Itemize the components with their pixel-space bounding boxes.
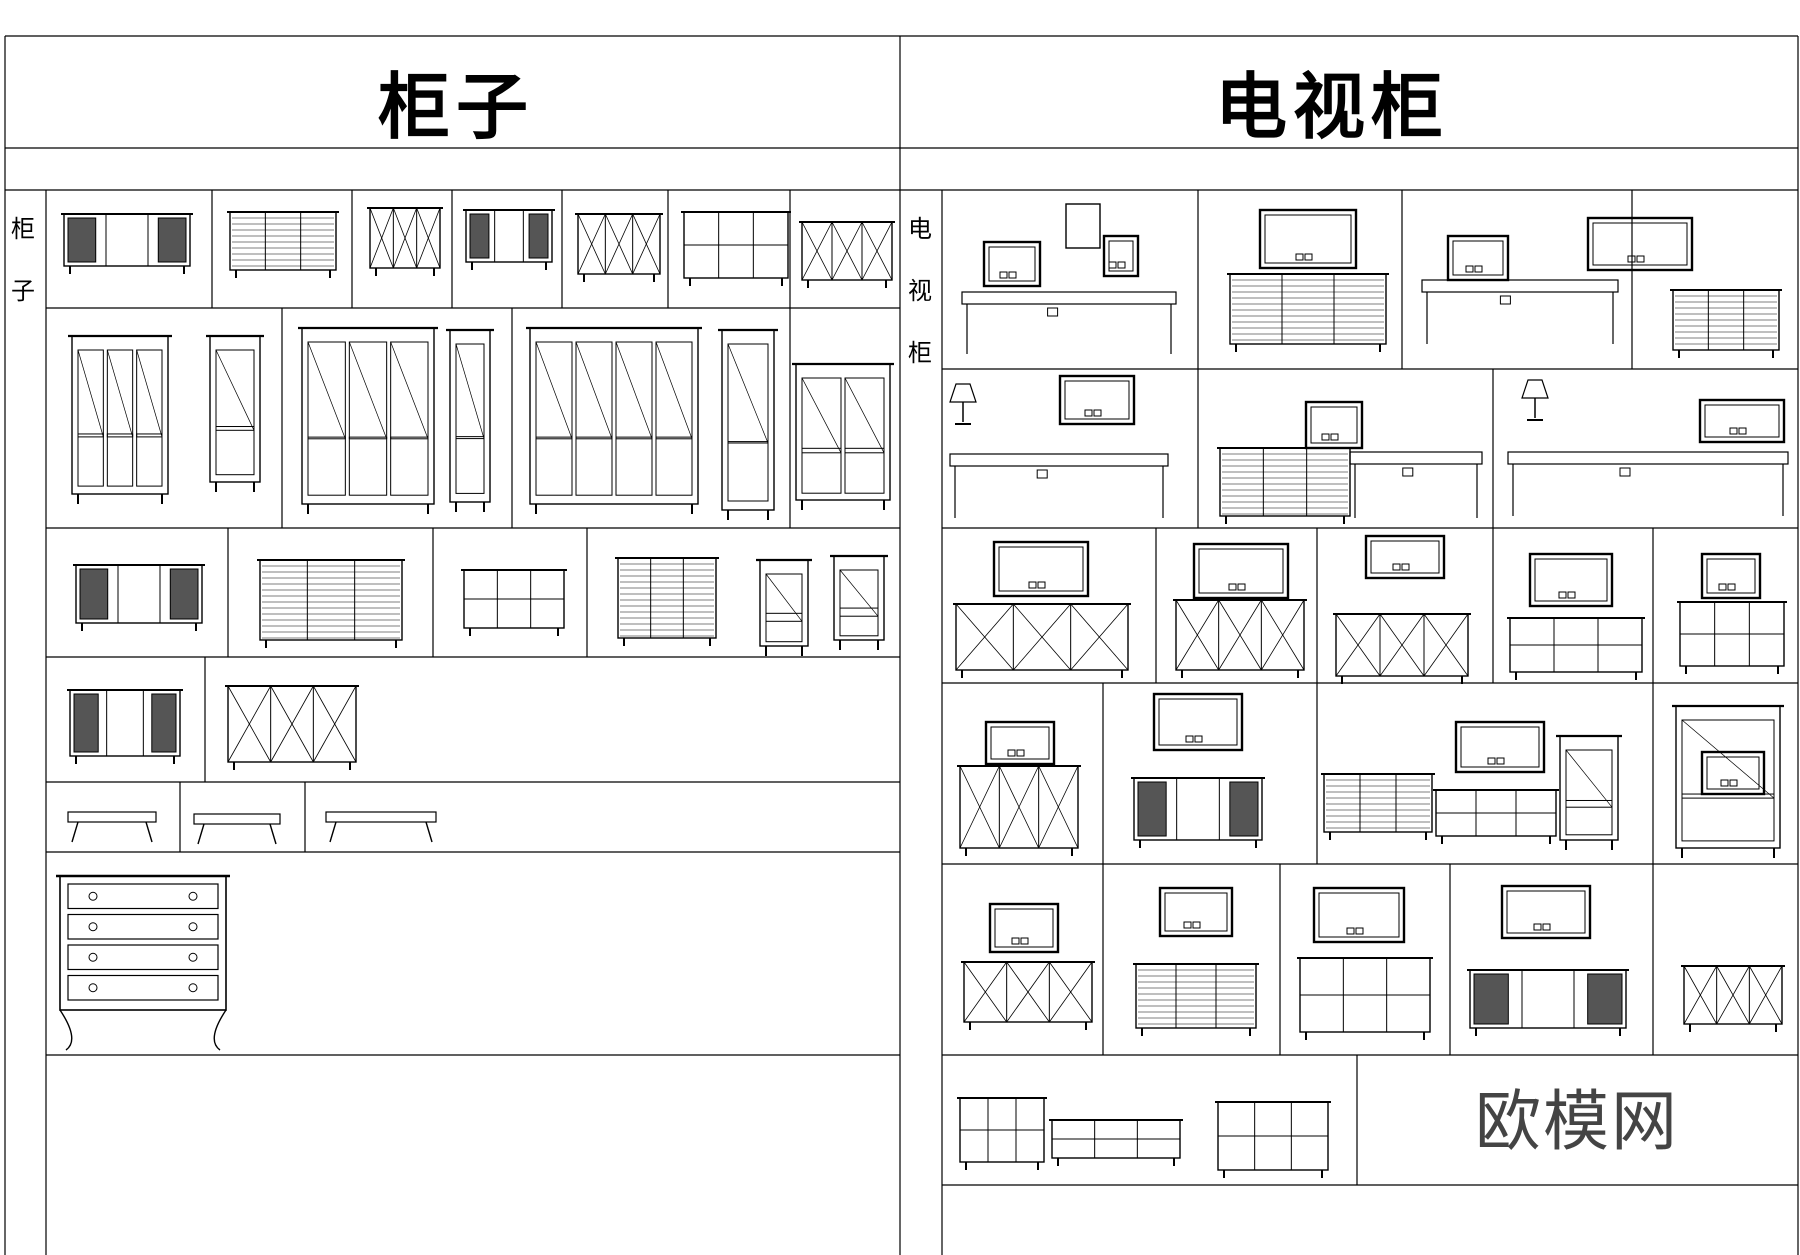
sideboard-drawing [225,685,359,770]
sideboard-drawing [461,569,567,636]
sideboard-drawing [1333,613,1471,684]
wardrobe-drawing [68,334,172,504]
sideboard-drawing [67,689,183,764]
desk-drawing [949,453,1169,518]
sideboard-drawing [367,207,443,276]
wardrobe-drawing [298,326,438,514]
right-panel-title: 电视柜 [1215,65,1450,149]
sideboard-drawing [73,564,205,631]
tv-drawing [992,540,1090,598]
sideboard-drawing [61,213,193,274]
sideboard-drawing [1507,617,1645,680]
tv-drawing [1586,216,1694,272]
desk-drawing [1507,451,1789,516]
right-side-label-char-1: 电 [908,215,932,243]
left-panel-title: 柜子 [378,65,535,149]
tv-drawing [1304,400,1364,450]
sideboard-drawing [1217,447,1353,524]
wardrobe-drawing [446,328,494,512]
sideboard-drawing [1677,601,1787,674]
sideboard-drawing [257,559,405,648]
sideboard-drawing [615,557,719,646]
sideboard-drawing [799,221,895,288]
tv-drawing [1700,750,1766,796]
coffee-table-drawing [67,811,157,843]
sheet-grid [4,35,1799,1255]
wardrobe-drawing [792,362,894,510]
tv-drawing [1058,374,1136,426]
sideboard-drawing [957,1097,1047,1170]
tv-drawing [1454,720,1546,774]
desk-drawing [1349,451,1483,518]
desk-drawing [961,291,1177,354]
chest-of-drawers-drawing [56,874,230,1051]
left-side-label-char-1: 柜 [11,215,35,243]
tv-drawing [982,240,1042,288]
sideboard-drawing [1321,773,1435,840]
tv-drawing [1192,542,1290,600]
lamp-drawing [949,383,977,425]
tv-drawing [984,720,1056,766]
tv-drawing [1102,234,1140,278]
wardrobe-drawing [756,558,812,656]
tv-drawing [1158,886,1234,938]
wardrobe-drawing [718,328,778,520]
sideboard-drawing [1433,789,1559,844]
sideboard-drawing [1681,965,1785,1032]
tv-drawing [988,902,1060,954]
tv-drawing [1364,534,1446,580]
brand-logo: 欧模网 [1475,1083,1679,1160]
wardrobe-drawing [526,326,702,514]
sideboard-drawing [575,213,663,282]
wardrobe-drawing [830,554,888,650]
tv-drawing [1446,234,1510,282]
wardrobe-drawing [1556,734,1622,850]
tv-drawing [1258,208,1358,270]
sideboard-drawing [957,765,1081,856]
sideboard-drawing [961,961,1095,1030]
right-side-label-char-3: 柜 [908,339,932,367]
sideboard-drawing [681,211,791,286]
lamp-drawing [1521,379,1549,421]
sideboard-drawing [227,211,339,278]
sideboard-drawing [1173,599,1307,678]
coffee-table-drawing [325,811,437,843]
sideboard-drawing [1215,1101,1331,1178]
coffee-table-drawing [193,813,281,845]
sideboard-drawing [1467,969,1629,1036]
sideboard-drawing [1670,289,1782,358]
tv-drawing [1698,398,1786,444]
sideboard-drawing [1131,777,1265,848]
sideboard-drawing [1049,1119,1183,1166]
sideboard-drawing [463,209,555,270]
right-side-label-char-2: 视 [908,277,932,305]
tv-drawing [1152,692,1244,752]
sideboard-drawing [953,603,1131,678]
sideboard-drawing [1227,273,1389,352]
sideboard-drawing [1133,963,1259,1036]
tv-drawing [1700,552,1762,600]
tv-drawing [1312,886,1406,944]
tv-drawing [1500,884,1592,940]
desk-drawing [1421,279,1619,344]
tv-drawing [1528,552,1614,608]
sideboard-drawing [1297,957,1433,1040]
left-side-label-char-2: 子 [11,277,35,305]
wardrobe-drawing [206,334,264,492]
